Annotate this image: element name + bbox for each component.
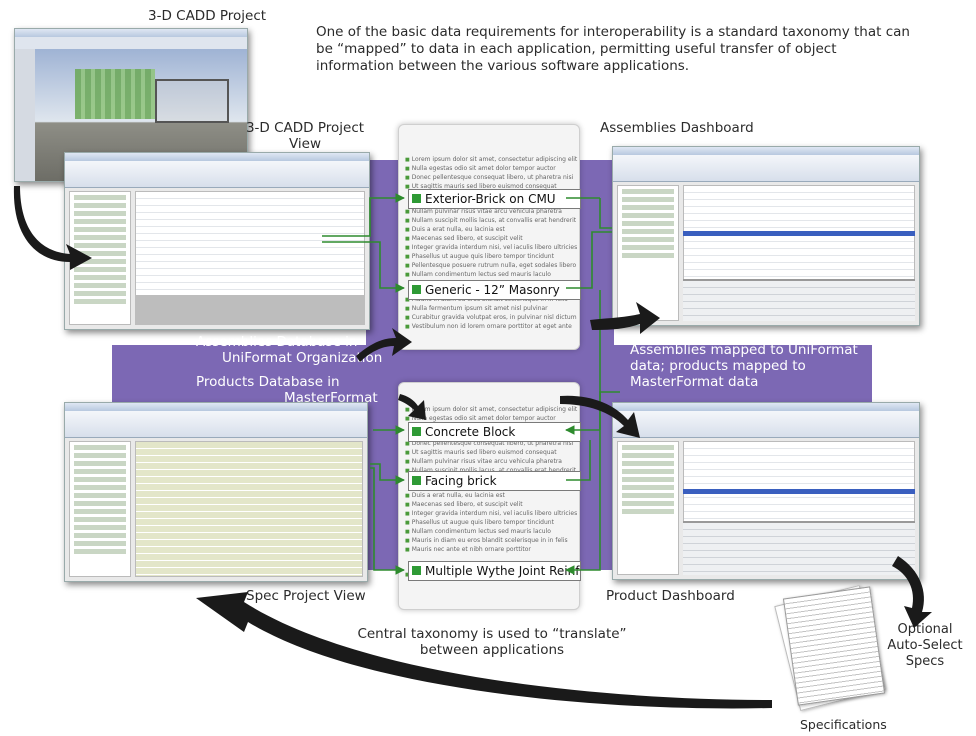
- term-wythe-joint: Multiple Wythe Joint Reinfo: [408, 561, 581, 581]
- intro-text: One of the basic data requirements for i…: [316, 24, 910, 74]
- cadd-view-line-2: View: [288, 136, 322, 152]
- connector-line: [370, 467, 405, 575]
- central-line-1: Central taxonomy is used to “translate”: [357, 626, 627, 642]
- central-line-2: between applications: [419, 642, 565, 658]
- optional-line-3: Specs: [905, 654, 945, 669]
- arrow-db-to-column: [356, 328, 412, 362]
- assemblies-db-label: Assemblies Database in UniFormat Organiz…: [196, 334, 382, 366]
- assemblies-db-line-2: UniFormat Organization: [222, 350, 383, 366]
- cadd-view-line-1: 3-D CADD Project: [245, 120, 365, 136]
- mapped-line-1: Assemblies mapped to UniFormat: [630, 342, 858, 358]
- optional-line-2: Auto-Select: [887, 638, 963, 653]
- connector-line: [566, 440, 591, 481]
- term-generic-masonry: Generic - 12” Masonry: [408, 280, 581, 300]
- spec-project-view-window: [64, 402, 368, 582]
- cadd-project-title: 3-D CADD Project: [148, 8, 267, 24]
- arrow-specs-to-spec-view: [196, 592, 772, 709]
- arrow-column-to-dashboard: [590, 302, 660, 334]
- term-exterior-brick: Exterior-Brick on CMU: [408, 189, 581, 209]
- spec-project-view-title: Spec Project View: [246, 588, 366, 604]
- optional-line-1: Optional: [897, 622, 953, 637]
- central-caption: Central taxonomy is used to “translate” …: [352, 626, 632, 658]
- arrow-products-to-column: [398, 394, 426, 420]
- connector-line: [599, 198, 612, 229]
- mapped-line-3: MasterFormat data: [630, 374, 759, 390]
- assemblies-dashboard-title: Assemblies Dashboard: [600, 120, 754, 136]
- connector-line: [566, 231, 612, 289]
- products-db-line-1: Products Database in: [196, 374, 340, 390]
- connector-line: [370, 463, 405, 485]
- arrow-cadd-to-view: [13, 186, 93, 270]
- specifications-label: Specifications: [800, 717, 887, 732]
- arrow-column-to-product-dashboard: [560, 395, 640, 438]
- connector-line: [322, 241, 405, 293]
- product-dashboard-window: [612, 402, 920, 580]
- term-facing-brick: Facing brick: [408, 471, 581, 491]
- mapped-line-2: data; products mapped to: [630, 358, 806, 374]
- arrow-dashboard-to-specs: [892, 556, 932, 628]
- connector-line: [322, 193, 405, 237]
- cadd-project-view-title: 3-D CADD Project View: [240, 120, 370, 152]
- purple-band-left: [366, 160, 400, 570]
- product-dashboard-title: Product Dashboard: [606, 588, 735, 604]
- assemblies-db-line-1: Assemblies Database in: [196, 334, 358, 350]
- connector-line: [565, 290, 601, 575]
- cadd-project-view-window: [64, 152, 370, 330]
- flow-arrows: [13, 186, 932, 709]
- mapped-label: Assemblies mapped to UniFormat data; pro…: [630, 342, 858, 390]
- assemblies-dashboard-window: [612, 146, 920, 326]
- term-concrete-block: Concrete Block: [408, 422, 581, 442]
- optional-label: Optional Auto-Select Specs: [880, 622, 970, 670]
